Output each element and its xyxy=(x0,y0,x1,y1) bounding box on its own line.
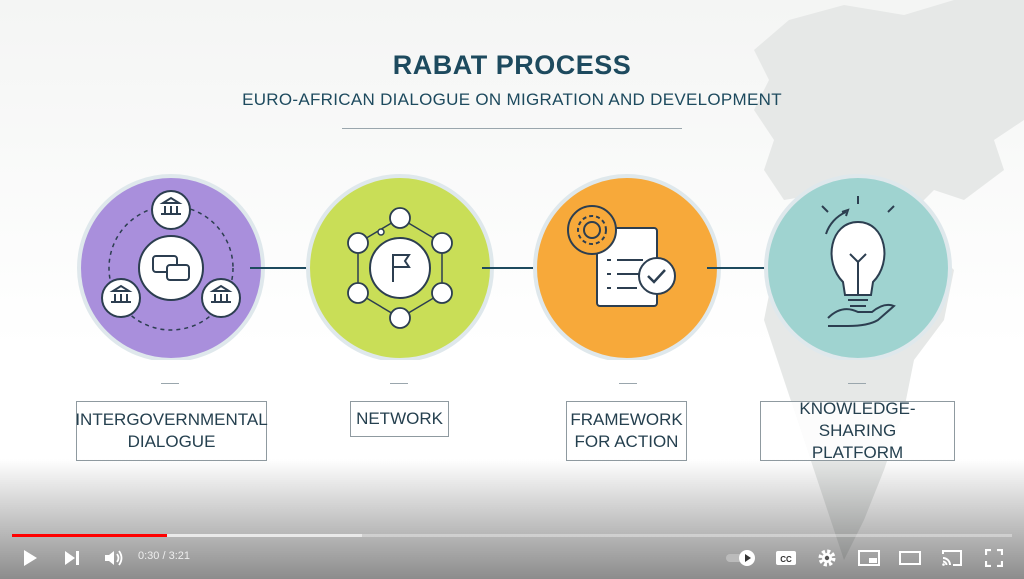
next-button[interactable] xyxy=(58,546,86,570)
label-dash-3 xyxy=(619,383,637,384)
miniplayer-button[interactable] xyxy=(855,546,883,570)
play-icon xyxy=(24,550,37,566)
miniplayer-icon xyxy=(858,550,880,566)
gear-icon xyxy=(818,549,836,567)
network-icon xyxy=(306,174,494,360)
progress-bar[interactable] xyxy=(12,534,1012,537)
process-diagram xyxy=(77,174,952,360)
fullscreen-icon xyxy=(985,549,1003,567)
label-dash-4 xyxy=(848,383,866,384)
theater-icon xyxy=(899,551,921,565)
step-label-intergovernmental-dialogue: INTERGOVERNMENTAL DIALOGUE xyxy=(75,401,268,461)
next-icon xyxy=(65,551,79,565)
current-time: 0:30 xyxy=(138,550,160,562)
time-separator: / xyxy=(159,550,169,562)
played-bar xyxy=(12,534,167,537)
volume-button[interactable] xyxy=(100,546,128,570)
slide-title: RABAT PROCESS xyxy=(392,50,632,80)
svg-text:CC: CC xyxy=(780,555,792,564)
title-divider xyxy=(342,128,682,129)
volume-icon xyxy=(105,550,123,566)
duration: 3:21 xyxy=(168,550,191,562)
player-controls: 0:30 / 3:21 CC xyxy=(0,540,1024,576)
knowledge-sharing-icon xyxy=(764,174,952,360)
cast-icon xyxy=(942,550,962,566)
step-label-network: NETWORK xyxy=(350,401,449,437)
slide-subtitle: EURO-AFRICAN DIALOGUE ON MIGRATION AND D… xyxy=(242,90,782,109)
captions-icon: CC xyxy=(776,551,796,565)
label-dash-2 xyxy=(390,383,408,384)
label-dash-1 xyxy=(161,383,179,384)
theater-mode-button[interactable] xyxy=(896,546,924,570)
buffered-bar xyxy=(12,534,362,537)
player-controls-gradient xyxy=(0,459,1024,579)
fullscreen-button[interactable] xyxy=(980,546,1008,570)
framework-icon xyxy=(533,174,721,360)
play-button[interactable] xyxy=(16,546,44,570)
autoplay-icon xyxy=(726,550,755,566)
cast-button[interactable] xyxy=(938,546,966,570)
time-display: 0:30 / 3:21 xyxy=(138,550,190,562)
intergovernmental-dialogue-icon xyxy=(77,174,265,360)
step-label-knowledge-sharing-platform: KNOWLEDGE-SHARING PLATFORM xyxy=(760,399,955,462)
subtitles-button[interactable]: CC xyxy=(772,546,800,570)
step-label-framework-for-action: FRAMEWORK FOR ACTION xyxy=(566,401,687,461)
settings-button[interactable] xyxy=(813,546,841,570)
autoplay-toggle[interactable] xyxy=(724,546,758,570)
